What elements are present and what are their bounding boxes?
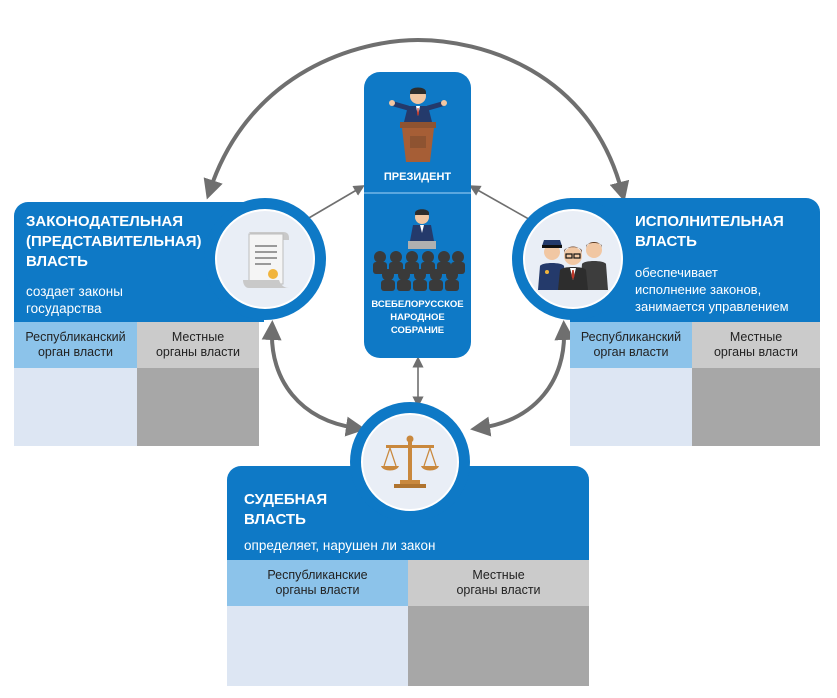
legislative-icon-holder [215, 209, 315, 309]
judicial-title: СУДЕБНАЯ ВЛАСТЬ [244, 491, 328, 528]
legislative-table: Республиканский орган власти Местные орг… [14, 322, 259, 446]
judicial-icon-holder [361, 413, 459, 511]
officials-icon [538, 240, 608, 290]
executive-title: ИСПОЛНИТЕЛЬНАЯ ВЛАСТЬ [635, 213, 784, 250]
judicial-cell-local [408, 606, 589, 686]
arc-arrow-top [203, 37, 630, 202]
scroll-icon [243, 232, 289, 288]
executive-icon-ring [512, 198, 634, 320]
assembly-label: ВСЕБЕЛОРУССКОЕ НАРОДНОЕ СОБРАНИЕ [371, 299, 464, 336]
judicial-icon-ring [350, 402, 470, 522]
executive-icon-holder [523, 209, 623, 309]
arc-arrow-right [470, 320, 575, 437]
executive-cell-republican [570, 368, 692, 446]
judicial-cell-republican [227, 606, 408, 686]
legislative-subtitle: создает законы государства [26, 284, 123, 316]
judicial-col-republican: Республиканские органы власти [227, 560, 408, 606]
judicial-subtitle: определяет, нарушен ли закон [244, 538, 436, 553]
link-president-legislative [297, 185, 365, 225]
legislative-icon-ring [204, 198, 326, 320]
scales-icon [381, 435, 439, 488]
arc-arrow-left [261, 320, 366, 437]
president-label: ПРЕЗИДЕНТ [383, 171, 452, 183]
executive-table: Республиканский орган власти Местные орг… [570, 322, 820, 446]
executive-col-local: Местные органы власти [692, 322, 820, 368]
legislative-title: ЗАКОНОДАТЕЛЬНАЯ (ПРЕДСТАВИТЕЛЬНАЯ) ВЛАСТ… [26, 213, 202, 270]
legislative-col-republican: Республиканский орган власти [14, 322, 137, 368]
executive-col-republican: Республиканский орган власти [570, 322, 692, 368]
executive-cell-local [692, 368, 820, 446]
link-president-executive [469, 185, 539, 225]
legislative-cell-local [137, 368, 259, 446]
judicial-table: Республиканские органы власти Местные ор… [227, 560, 589, 686]
legislative-cell-republican [14, 368, 137, 446]
executive-subtitle: обеспечивает исполнение законов, занимае… [635, 265, 789, 314]
judicial-col-local: Местные органы власти [408, 560, 589, 606]
assembly-icon [373, 209, 465, 291]
legislative-col-local: Местные органы власти [137, 322, 259, 368]
speaker-icon [389, 87, 447, 162]
panel-divider [364, 192, 471, 194]
